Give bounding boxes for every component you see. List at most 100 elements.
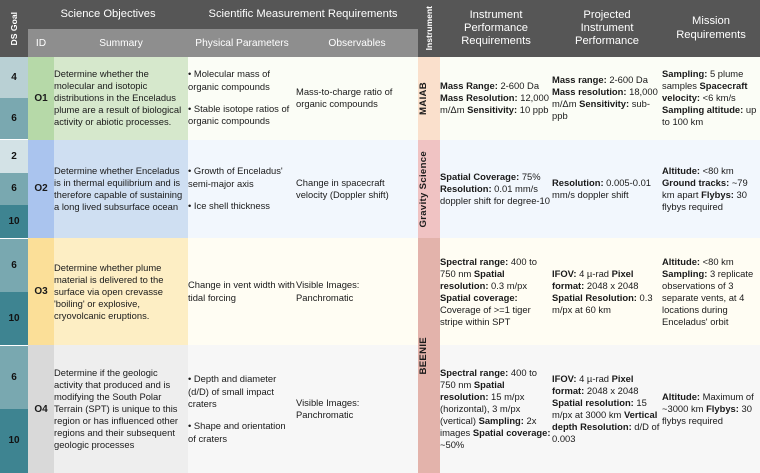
instrument_performance_requirements-list: Spectral range: 400 to 750 nm Spatial re…: [440, 367, 552, 451]
header-physical-parameters: Physical Parameters: [188, 29, 297, 57]
mr-cell: Sampling: 5 plume samples Spacecraft vel…: [662, 57, 760, 140]
mission_requirements-item: Altitude: Maximum of ~3000 km: [662, 391, 754, 414]
instrument_performance_requirements-item: Spectral range: 400 to 750 nm: [440, 367, 537, 390]
ipr-cell: Spatial Coverage: 75% Resolution: 0.01 m…: [440, 139, 553, 239]
header-observables: Observables: [296, 29, 419, 57]
objective-id: O1: [28, 57, 54, 140]
header-id: ID: [28, 29, 54, 57]
mission_requirements-item-label: Sampling:: [662, 68, 708, 80]
instrument_performance_requirements-item-label: Resolution:: [440, 182, 492, 194]
mission_requirements-item: Flybys: 30 flybys required: [662, 403, 752, 426]
instrument_performance_requirements-item: Spectral range: 400 to 750 nm: [440, 256, 537, 279]
instrument_performance_requirements-item-label: Sensitivity:: [467, 104, 518, 116]
objective-summary: Determine whether the molecular and isot…: [54, 57, 189, 140]
instrument_performance_requirements-item: Sampling: 2x images: [440, 415, 536, 438]
projected_instrument_performance-item: Spatial Resolution: 0.3 m/px at 60 km: [552, 292, 653, 315]
observables-cell: Visible Images: Panchromatic: [296, 345, 419, 473]
pip-cell: Mass range: 2-600 Da Mass resolution: 18…: [552, 57, 663, 140]
mission_requirements-list: Altitude: Maximum of ~3000 km Flybys: 30…: [662, 391, 760, 427]
mission_requirements-item-label: Spacecraft velocity:: [662, 80, 748, 104]
instrument_performance_requirements-item-value: 0.01 mm/s doppler shift for degree-10: [440, 182, 550, 206]
projected_instrument_performance-item: IFOV: 4 µ-rad: [552, 268, 609, 279]
instrument-cell: Gravity Science: [418, 139, 441, 239]
instrument_performance_requirements-item-value: 400 to 750 nm: [440, 255, 537, 279]
header-scientific-measurement-requirements: Scientific Measurement Requirements: [188, 0, 419, 29]
projected_instrument_performance-item-label: Spatial Resolution:: [552, 291, 637, 303]
header-row-top: DS Goal Science Objectives Scientific Me…: [0, 0, 760, 57]
pip-cell: Resolution: 0.005-0.01 mm/s doppler shif…: [552, 139, 663, 239]
instrument_performance_requirements-item-value: 10 ppb: [517, 104, 549, 116]
ds-goal-value: 10: [0, 205, 28, 238]
instrument_performance_requirements-item: Spatial coverage: Coverage of >=1 tiger …: [440, 292, 531, 327]
header-ipr-line3: Requirements: [461, 35, 531, 48]
projected_instrument_performance-item-value: 4 µ-rad: [576, 372, 609, 384]
instrument_performance_requirements-item-label: Spatial Coverage:: [440, 170, 520, 182]
instrument_performance_requirements-item-value: 15 m/px (horizontal), 3 m/px (vertical): [440, 390, 525, 427]
mission_requirements-item-label: Flybys:: [706, 403, 739, 415]
ipr-cell: Mass Range: 2-600 Da Mass Resolution: 12…: [440, 57, 553, 140]
instrument-label: Gravity Science: [418, 150, 430, 228]
physical-parameter-item: Change in vent width with tidal forcing: [188, 278, 295, 303]
ds-goal-value: 4: [0, 57, 28, 99]
instrument_performance_requirements-item-value: ~50%: [440, 439, 465, 451]
objective-summary: Determine whether plume material is deli…: [54, 238, 189, 346]
observables-cell: Mass-to-charge ratio of organic compound…: [296, 57, 419, 140]
objective-id: O3: [28, 238, 54, 346]
physical-parameters-cell: • Growth of Enceladus' semi-major axis• …: [188, 139, 297, 239]
projected_instrument_performance-item-value: 4 µ-rad: [576, 267, 609, 279]
projected_instrument_performance-item-label: Resolution:: [552, 176, 604, 188]
instrument_performance_requirements-list: Spectral range: 400 to 750 nm Spatial re…: [440, 256, 552, 328]
instrument_performance_requirements-item-label: Spatial resolution:: [440, 378, 505, 402]
projected_instrument_performance-item: Mass resolution: 18,000 m/Δm: [552, 86, 658, 109]
instrument-cell: MAIAB: [418, 57, 441, 140]
instrument_performance_requirements-item: Mass Resolution: 12,000 m/Δm: [440, 92, 549, 115]
mission_requirements-item-value: <80 km: [700, 255, 734, 267]
mission_requirements-item: Altitude: <80 km: [662, 256, 734, 267]
header-ipr-line1: Instrument: [469, 8, 523, 21]
mission_requirements-item-label: Altitude:: [662, 390, 701, 402]
mission_requirements-item-value: Maximum of ~3000 km: [662, 390, 754, 415]
mission_requirements-item-label: Altitude:: [662, 255, 701, 267]
observables-cell: Change in spacecraft velocity (Doppler s…: [296, 139, 419, 239]
projected_instrument_performance-item-value: 2-600 Da: [606, 74, 648, 86]
header-mr-line2: Requirements: [676, 28, 746, 41]
mission_requirements-item: Altitude: <80 km: [662, 165, 734, 176]
table-header: DS Goal Science Objectives Scientific Me…: [0, 0, 760, 57]
ds-goal-value: 6: [0, 98, 28, 140]
header-ds-goal-label: DS Goal: [8, 11, 19, 46]
projected_instrument_performance-item-value: 15 m/px at 3000 km: [552, 397, 647, 421]
physical-parameter-item: • Shape and orientation of craters: [188, 419, 286, 444]
instrument_performance_requirements-item-value: 75%: [519, 170, 541, 182]
instrument_performance_requirements-item: Spatial coverage: ~50%: [440, 427, 550, 450]
mission_requirements-item: Sampling: 5 plume samples: [662, 68, 743, 91]
header-pip-line3: Performance: [574, 35, 640, 48]
ds-goal-value: 6: [0, 345, 28, 410]
header-projected-instrument-performance: Projected Instrument Performance: [552, 0, 663, 57]
mission_requirements-item-value: <80 km: [700, 164, 734, 176]
ipr-cell: Spectral range: 400 to 750 nm Spatial re…: [440, 345, 553, 473]
instrument_performance_requirements-item: Mass Range: 2-600 Da: [440, 80, 539, 91]
objective-id: O4: [28, 345, 54, 473]
pip-cell: IFOV: 4 µ-rad Pixel format: 2048 x 2048 …: [552, 238, 663, 346]
instrument_performance_requirements-item-label: Mass Range:: [440, 80, 498, 92]
mission_requirements-item-value: 30 flybys required: [662, 403, 752, 427]
projected_instrument_performance-item-label: IFOV:: [552, 267, 577, 279]
projected_instrument_performance-item-label: Pixel format:: [552, 267, 634, 291]
instrument_performance_requirements-item-value: 2-600 Da: [497, 80, 540, 92]
ds-goal-value: 6: [0, 172, 28, 206]
instrument_performance_requirements-item-label: Spatial coverage:: [440, 291, 518, 303]
ipr-cell: Spectral range: 400 to 750 nm Spatial re…: [440, 238, 553, 346]
instrument_performance_requirements-item: Resolution: 0.01 mm/s doppler shift for …: [440, 183, 550, 206]
physical-parameter-item: • Depth and diameter (d/D) of small impa…: [188, 372, 277, 410]
instrument_performance_requirements-item-label: Spatial resolution:: [440, 267, 505, 291]
mission_requirements-item-label: Sampling:: [662, 267, 708, 279]
instrument_performance_requirements-item: Spatial Coverage: 75%: [440, 171, 541, 182]
instrument_performance_requirements-item-value: 2x images: [440, 415, 537, 439]
objective-summary: Determine whether Enceladus is in therma…: [54, 139, 189, 239]
mission_requirements-item: Spacecraft velocity: <6 km/s: [662, 80, 747, 103]
header-summary: Summary: [54, 29, 189, 57]
